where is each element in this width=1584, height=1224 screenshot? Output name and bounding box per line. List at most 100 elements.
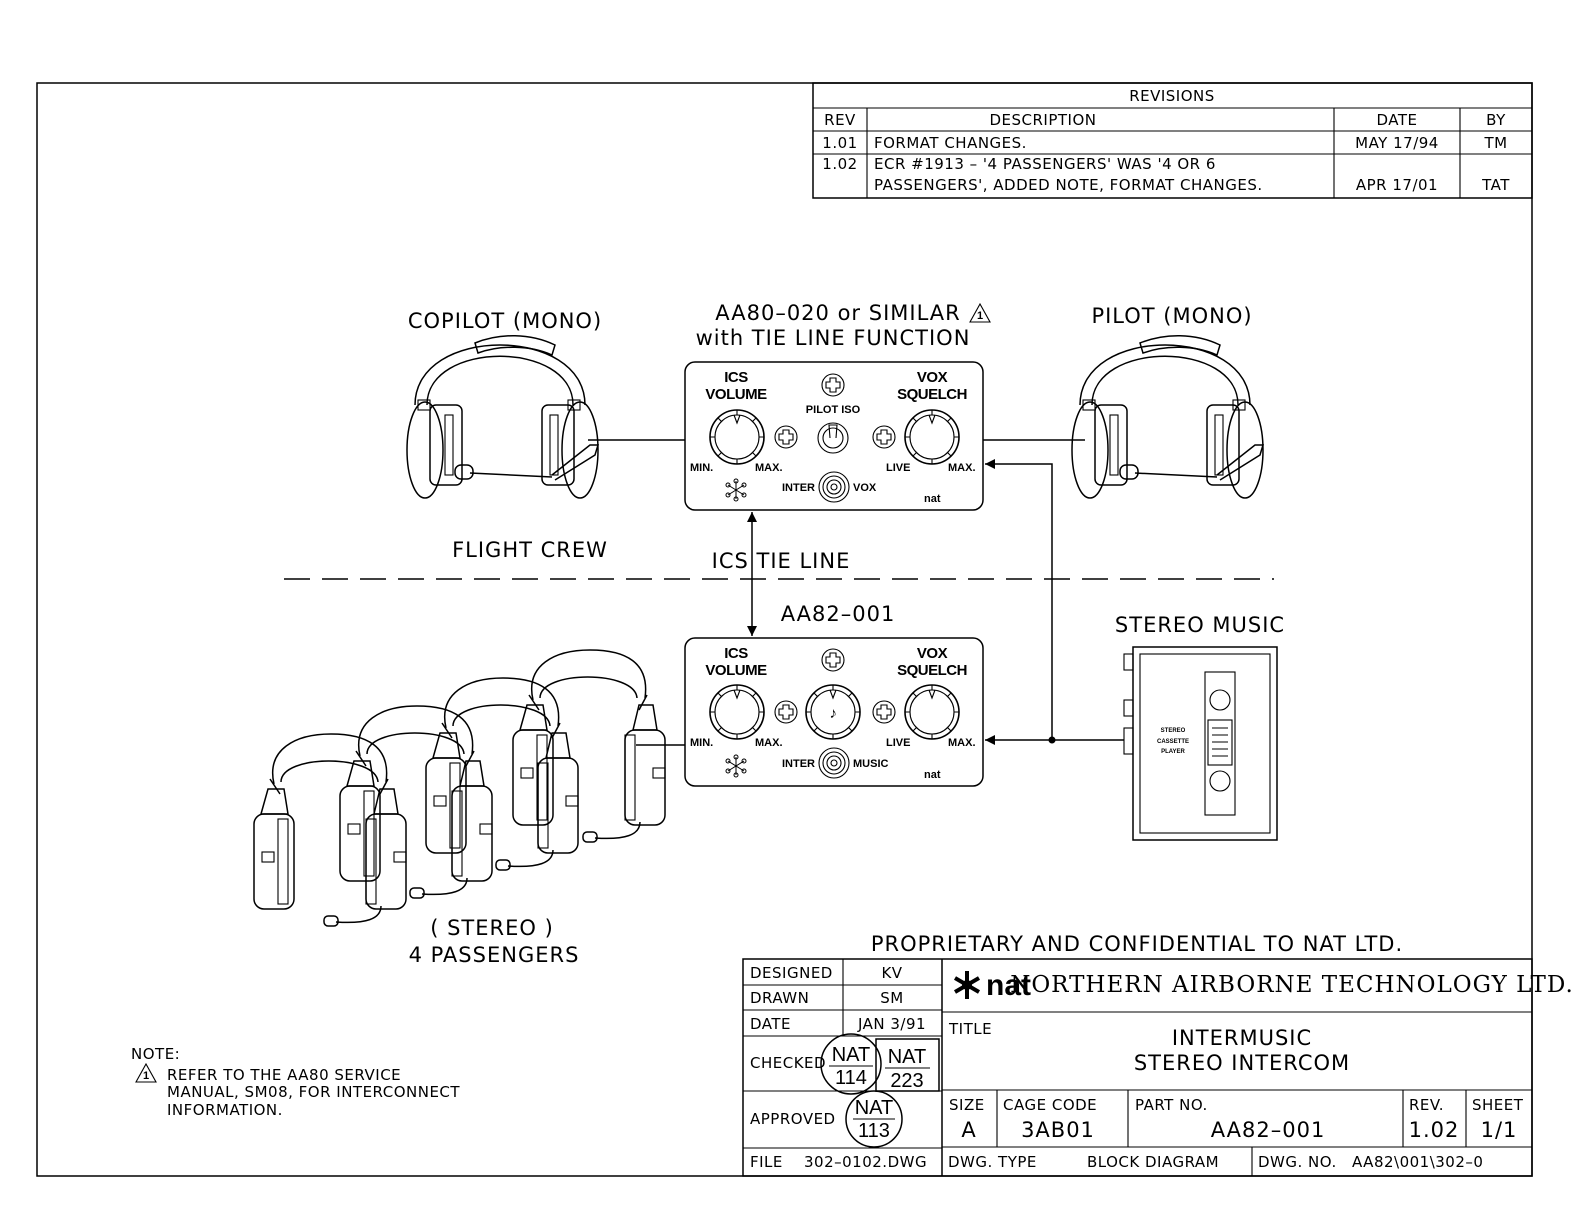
screw-icon: [774, 700, 798, 724]
flight-crew-label: FLIGHT CREW: [452, 538, 608, 562]
nat-brand-label: nat: [924, 493, 941, 505]
pilot-iso-toggle-switch[interactable]: [817, 422, 849, 454]
rev-2-description-line2: PASSENGERS', ADDED NOTE, FORMAT CHANGES.: [874, 176, 1263, 194]
junction-dot: [1048, 736, 1056, 744]
screw-icon: [821, 373, 845, 397]
part-no-value: AA82–001: [1211, 1118, 1326, 1142]
cage-code-label: CAGE CODE: [1003, 1096, 1097, 1114]
rev-2-by: TAT: [1481, 176, 1510, 194]
checked-label: CHECKED: [750, 1054, 826, 1072]
size-value: A: [961, 1118, 976, 1142]
volume-label: VOLUME: [705, 386, 767, 403]
cassette-label-1: STEREO: [1161, 728, 1186, 734]
file-value: 302–0102.DWG: [804, 1153, 927, 1171]
ics-label: ICS: [724, 369, 748, 386]
svg-text:114: 114: [835, 1067, 867, 1089]
min-label: MIN.: [690, 462, 713, 474]
ics-volume-knob[interactable]: [709, 684, 765, 740]
nat-star-icon: [725, 754, 747, 778]
nat-brand-label: nat: [924, 769, 941, 781]
pilot-label: PILOT (MONO): [1091, 304, 1252, 328]
drawing-title-line2: STEREO INTERCOM: [1134, 1051, 1350, 1075]
inspection-stamp-113: NAT 113: [845, 1090, 903, 1148]
svg-text:1: 1: [977, 310, 983, 322]
vox-squelch-knob[interactable]: [904, 684, 960, 740]
volume-label: VOLUME: [705, 662, 767, 679]
svg-text:NAT: NAT: [888, 1046, 927, 1068]
vox-label: VOX: [917, 369, 948, 386]
max-label: MAX.: [755, 462, 783, 474]
svg-text:NAT: NAT: [832, 1044, 871, 1066]
note-block: NOTE: 1 REFER TO THE AA80 SERVICE MANUAL…: [131, 1045, 460, 1119]
dwg-no-value: AA82\001\302–0: [1352, 1153, 1483, 1171]
music-note-icon: ♪: [830, 705, 837, 722]
max-label: MAX.: [948, 462, 976, 474]
rev-2-date: APR 17/01: [1356, 176, 1438, 194]
revisions-title: REVISIONS: [1129, 87, 1215, 105]
screw-icon: [774, 425, 798, 449]
screw-icon: [872, 700, 896, 724]
rev-label: REV.: [1409, 1096, 1444, 1114]
pilot-iso-label: PILOT ISO: [806, 404, 861, 416]
note-flag-icon: 1: [135, 1063, 157, 1083]
svg-text:223: 223: [890, 1070, 923, 1092]
copilot-headset-icon: [406, 334, 599, 499]
by-header: BY: [1486, 111, 1506, 129]
squelch-label: SQUELCH: [897, 386, 967, 403]
rev-header: REV: [824, 111, 856, 129]
rev-1-date: MAY 17/94: [1355, 134, 1439, 152]
date-value: JAN 3/91: [857, 1015, 926, 1033]
inter-label: INTER: [782, 482, 815, 494]
note-title: NOTE:: [131, 1045, 180, 1063]
live-label: LIVE: [886, 737, 910, 749]
note-line1: REFER TO THE AA80 SERVICE: [167, 1066, 401, 1084]
rev-1-by: TM: [1483, 134, 1507, 152]
mode-label: MUSIC: [853, 758, 889, 770]
note-line3: INFORMATION.: [167, 1101, 283, 1119]
copilot-label: COPILOT (MONO): [408, 309, 602, 333]
svg-text:NAT: NAT: [855, 1097, 894, 1119]
screw-icon: [872, 425, 896, 449]
date-label: DATE: [750, 1015, 791, 1033]
max-label: MAX.: [755, 737, 783, 749]
pilot-headset-icon: [1071, 334, 1264, 499]
nat-logo-icon: nat: [953, 969, 1031, 1002]
vox-label: VOX: [917, 645, 948, 662]
revisions-table: REVISIONS REV DESCRIPTION DATE BY 1.01 F…: [812, 82, 1533, 199]
file-label: FILE: [750, 1153, 783, 1171]
cassette-label-2: CASSETTE: [1157, 739, 1189, 745]
aa80-label-line1: AA80–020 or SIMILAR: [715, 301, 960, 325]
cage-code-value: 3AB01: [1021, 1118, 1095, 1142]
description-header: DESCRIPTION: [989, 111, 1096, 129]
vox-squelch-knob[interactable]: [904, 409, 960, 465]
size-label: SIZE: [949, 1096, 985, 1114]
aa82-label: AA82–001: [781, 602, 896, 626]
approved-label: APPROVED: [750, 1110, 836, 1128]
nat-logo-text: nat: [986, 969, 1031, 1002]
max-label: MAX.: [948, 737, 976, 749]
inspection-stamp-114: NAT 114: [820, 1033, 882, 1095]
rev-2-description-line1: ECR #1913 – '4 PASSENGERS' WAS '4 OR 6: [874, 155, 1216, 173]
passenger-label-line1: ( STEREO ): [430, 916, 554, 940]
revision-flag-icon: 1: [969, 303, 991, 323]
title-block: DESIGNED KV DRAWN SM DATE JAN 3/91 CHECK…: [742, 958, 1573, 1177]
ics-label: ICS: [724, 645, 748, 662]
inter-label: INTER: [782, 758, 815, 770]
squelch-label: SQUELCH: [897, 662, 967, 679]
designed-value: KV: [881, 964, 902, 982]
drawn-label: DRAWN: [750, 989, 809, 1007]
mode-label: VOX: [853, 482, 877, 494]
tie-line-label: ICS TIE LINE: [712, 549, 851, 573]
dwg-type-label: DWG. TYPE: [948, 1153, 1037, 1171]
svg-text:113: 113: [858, 1120, 890, 1142]
note-line2: MANUAL, SM08, FOR INTERCONNECT: [167, 1083, 460, 1101]
dwg-no-label: DWG. NO.: [1258, 1153, 1337, 1171]
drawing-title-line1: INTERMUSIC: [1172, 1026, 1312, 1050]
inter-vox-selector[interactable]: [818, 471, 850, 503]
svg-text:1: 1: [143, 1070, 149, 1082]
rev-1-description: FORMAT CHANGES.: [874, 134, 1027, 152]
inter-music-selector[interactable]: [818, 747, 850, 779]
stereo-music-label: STEREO MUSIC: [1115, 613, 1285, 637]
ics-volume-knob[interactable]: [709, 409, 765, 465]
